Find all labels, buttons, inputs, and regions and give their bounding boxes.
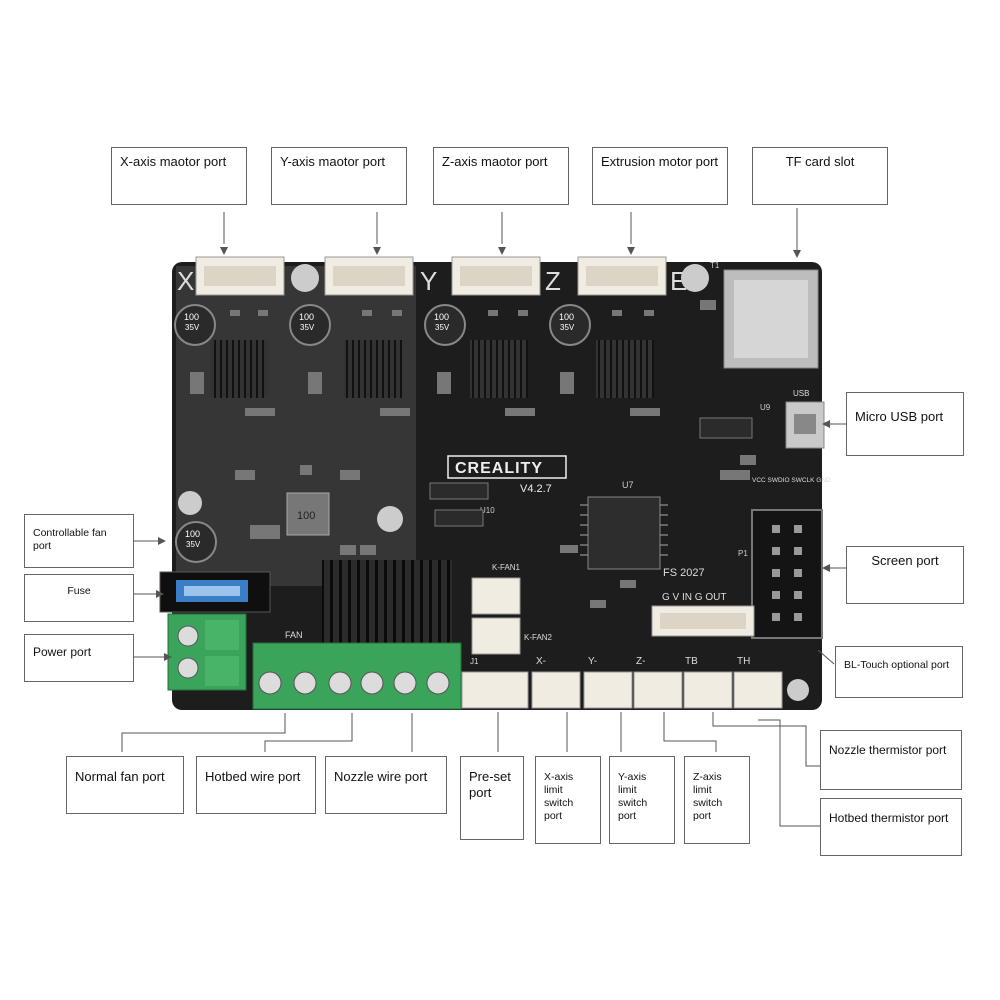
mount-hole	[681, 264, 709, 292]
svg-text:100: 100	[299, 312, 314, 322]
brand-label: CREALITY	[455, 460, 543, 477]
capacitor: 100 35V	[174, 304, 216, 346]
y-motor-connector	[324, 256, 414, 296]
callout-hotbed-wire-port: Hotbed wire port	[196, 756, 316, 814]
svg-text:100: 100	[559, 312, 574, 322]
callout-nozzle-thermistor-port: Nozzle thermistor port	[820, 730, 962, 790]
x-limit-connector	[531, 671, 581, 709]
k-fan1-connector	[471, 577, 521, 615]
callout-fuse: Fuse	[24, 574, 134, 622]
callout-extrusion-motor-port: Extrusion motor port	[592, 147, 728, 205]
svg-text:35V: 35V	[435, 323, 450, 332]
svg-text:35V: 35V	[300, 323, 315, 332]
screen-connector	[751, 509, 823, 639]
tb-connector	[683, 671, 733, 709]
callout-preset-port: Pre-set port	[460, 756, 524, 840]
k-fan2-connector	[471, 617, 521, 655]
silk-z: Z	[545, 266, 561, 296]
callout-z-axis-motor-port: Z-axis maotor port	[433, 147, 569, 205]
capacitor: 100 35V	[175, 521, 217, 563]
svg-text:U9: U9	[760, 403, 771, 412]
inductor	[286, 492, 330, 536]
mosfet-heatsink	[322, 560, 452, 650]
svg-text:FAN: FAN	[285, 630, 303, 640]
mcu	[587, 496, 661, 570]
heatsink	[344, 340, 402, 398]
svg-text:P1: P1	[738, 549, 748, 558]
version-label: V4.2.7	[520, 483, 552, 495]
svg-text:U10: U10	[480, 506, 495, 515]
leader-lines	[121, 208, 846, 827]
callout-y-axis-motor-port: Y-axis maotor port	[271, 147, 407, 205]
silk-gving: G V IN G OUT	[662, 592, 726, 603]
svg-text:T1: T1	[710, 261, 720, 270]
svg-text:100: 100	[184, 312, 199, 322]
ic-u9	[699, 417, 753, 439]
svg-text:J1: J1	[470, 657, 479, 666]
callout-nozzle-wire-port: Nozzle wire port	[325, 756, 447, 814]
y-limit-connector	[583, 671, 633, 709]
z-motor-connector	[451, 256, 541, 296]
callout-x-axis-limit-switch-port: X-axis limit switch port	[535, 756, 601, 844]
callout-normal-fan-port: Normal fan port	[66, 756, 184, 814]
callout-power-port: Power port	[24, 634, 134, 682]
smd-components	[190, 300, 756, 608]
svg-text:100: 100	[297, 510, 315, 522]
preset-connector	[461, 671, 529, 709]
svg-text:100: 100	[434, 312, 449, 322]
callout-y-axis-limit-switch-port: Y-axis limit switch port	[609, 756, 675, 844]
mount-hole	[787, 679, 809, 701]
mount-hole	[178, 491, 202, 515]
callout-x-axis-motor-port: X-axis maotor port	[111, 147, 247, 205]
z-limit-connector	[633, 671, 683, 709]
svg-text:VCC SWDIO SWCLK GND: VCC SWDIO SWCLK GND	[752, 477, 831, 484]
silk-fs: FS 2027	[663, 567, 705, 579]
capacitor: 100 35V	[289, 304, 331, 346]
ic-u10	[429, 482, 489, 500]
svg-text:K-FAN2: K-FAN2	[524, 633, 553, 642]
svg-text:X-: X-	[536, 656, 546, 667]
arrowheads	[156, 247, 830, 661]
heatsink	[470, 340, 528, 398]
callout-tf-card-slot: TF card slot	[752, 147, 888, 205]
callout-bl-touch-port: BL-Touch optional port	[835, 646, 963, 698]
svg-text:35V: 35V	[186, 540, 201, 549]
silk-x: X	[177, 266, 194, 296]
svg-text:TH: TH	[737, 656, 750, 667]
heatsink	[596, 340, 654, 398]
callout-screen-port: Screen port	[846, 546, 964, 604]
svg-text:USB: USB	[793, 389, 809, 398]
svg-text:100: 100	[185, 529, 200, 539]
heater-terminal-block	[252, 642, 462, 710]
svg-text:U7: U7	[622, 480, 634, 490]
callout-micro-usb-port: Micro USB port	[846, 392, 964, 456]
heatsink	[210, 340, 268, 398]
svg-text:Y-: Y-	[588, 656, 597, 667]
svg-text:K-FAN1: K-FAN1	[492, 563, 521, 572]
callout-hotbed-thermistor-port: Hotbed thermistor port	[820, 798, 962, 856]
capacitor: 100 35V	[549, 304, 591, 346]
callout-z-axis-limit-switch-port: Z-axis limit switch port	[684, 756, 750, 844]
capacitor: 100 35V	[424, 304, 466, 346]
svg-text:TB: TB	[685, 656, 698, 667]
svg-text:35V: 35V	[560, 323, 575, 332]
silk-y: Y	[420, 266, 437, 296]
svg-text:Z-: Z-	[636, 656, 645, 667]
th-connector	[733, 671, 783, 709]
x-motor-connector	[195, 256, 285, 296]
mount-hole	[291, 264, 319, 292]
mount-hole	[377, 506, 403, 532]
ic	[434, 509, 484, 527]
svg-text:35V: 35V	[185, 323, 200, 332]
brand-frame	[447, 455, 567, 479]
callout-controllable-fan-port: Controllable fan port	[24, 514, 134, 568]
e-motor-connector	[577, 256, 667, 296]
